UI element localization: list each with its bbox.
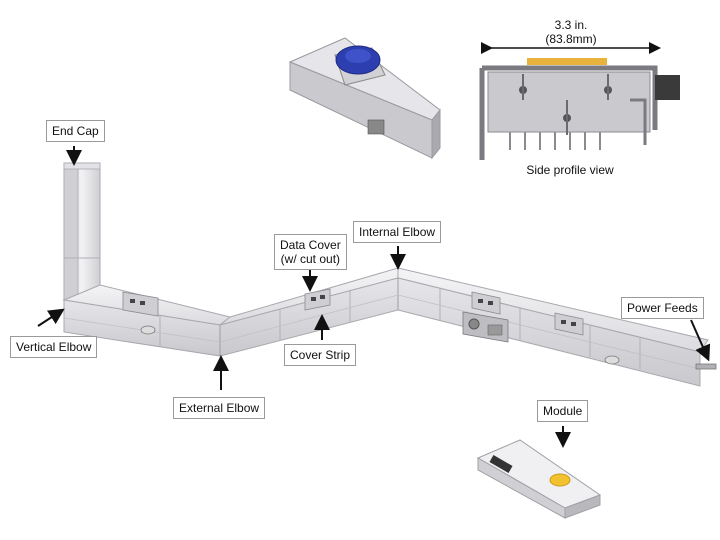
data-cover-cutout — [304, 288, 331, 311]
gasket — [527, 58, 607, 65]
data-plate — [122, 291, 159, 317]
dimension-label: 3.3 in. (83.8mm) — [536, 18, 606, 46]
raceway-run — [62, 267, 717, 387]
label-vertical-elbow: Vertical Elbow — [10, 336, 98, 358]
dimension-inches: 3.3 in. — [554, 18, 588, 32]
inline-module — [462, 311, 509, 343]
label-module: Module — [537, 400, 589, 422]
label-end-cap: End Cap — [46, 120, 105, 142]
label-internal-elbow: Internal Elbow — [353, 221, 442, 243]
feed-connector — [655, 75, 680, 100]
yellow-button — [549, 473, 571, 487]
label-data-cover: Data Cover (w/ cut out) — [274, 234, 347, 270]
callout-arrows — [37, 146, 711, 448]
label-power-feeds: Power Feeds — [621, 297, 704, 319]
profile-caption: Side profile view — [526, 163, 614, 177]
module-render-bottom — [476, 439, 602, 519]
data-plate — [554, 312, 584, 336]
module-render-top — [288, 37, 441, 160]
side-profile — [479, 42, 680, 160]
label-external-elbow: External Elbow — [173, 397, 266, 419]
end-cap — [63, 162, 101, 170]
label-data-cover-line2: (w/ cut out) — [280, 252, 341, 266]
label-cover-strip: Cover Strip — [284, 344, 357, 366]
dimension-mm: (83.8mm) — [545, 32, 597, 46]
data-plate — [471, 291, 501, 315]
vertical-riser — [63, 162, 101, 301]
label-data-cover-line1: Data Cover — [280, 238, 341, 252]
power-feed-conduit — [695, 363, 717, 370]
